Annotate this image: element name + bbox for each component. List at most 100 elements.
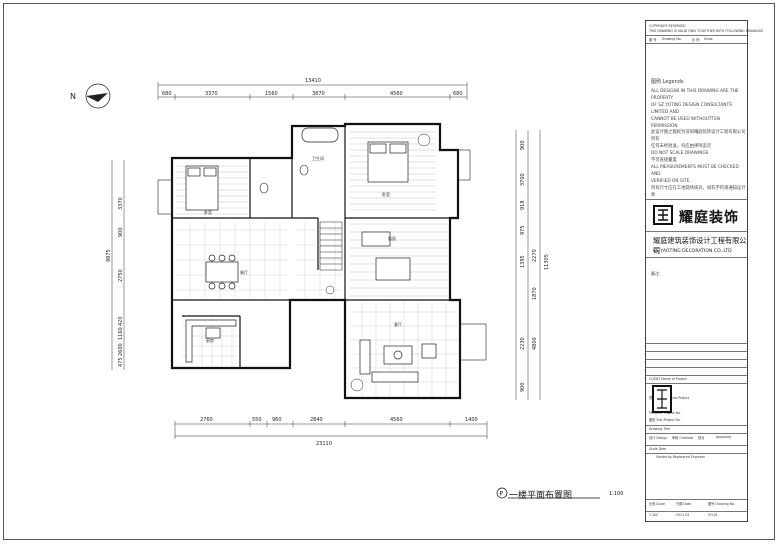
tb-date-label: 日期 Date — [676, 502, 692, 506]
dim-right-a-4: 975 — [520, 225, 526, 235]
room-label-bathroom: 卫生间 — [312, 155, 324, 161]
dim-right-b-2: 1870 — [532, 287, 538, 300]
dim-top-3: 1560 — [265, 91, 278, 97]
left-dimensions — [111, 160, 125, 370]
dim-bottom-6: 1400 — [465, 417, 478, 423]
tb-legend-line: OF SZ YOTING DESIGN CONSULTANTS LIMITED … — [651, 102, 732, 115]
company-name-en: KS YAOTING DECORATION CO.,LTD — [653, 249, 732, 254]
tb-legend-line: ALL DESIGNS IN THIS DRAWING ARE THE PROP… — [651, 89, 739, 101]
dim-bottom-2: 550 — [252, 417, 262, 423]
tb-legend-line: ALL MEASUREMENTS MUST BE CHECKED AND — [651, 164, 739, 177]
tb-client-label: 备注: — [651, 271, 661, 276]
dim-right-a-1: 900 — [520, 140, 526, 150]
tb-scale-cn: 比 例 — [692, 38, 700, 42]
tb-sealed: Sealed by Registered Engineer — [656, 455, 705, 459]
tb-legend-line: CANNOT BE USED WITHOUTTEN PERMISSION — [651, 116, 721, 129]
tb-proofread: 校对 — [698, 436, 705, 440]
dim-right-b-1: 2270 — [532, 249, 538, 262]
tb-scale-value: 1:100 — [649, 513, 659, 517]
tb-drawing-title-label: Drawing Title — [649, 427, 671, 431]
tb-legend-title: 图例 Legends — [651, 79, 684, 85]
dim-right-a-2: 3700 — [520, 173, 526, 186]
compass-north-label: N — [70, 92, 76, 101]
tb-scale: Scale — [704, 37, 713, 41]
dim-top-1: 680 — [162, 91, 172, 97]
tb-drawing-no-label: 图号 Drawing No. — [708, 502, 735, 506]
toilet-icon — [259, 164, 309, 194]
top-dimensions — [157, 82, 468, 100]
tb-header-1: COPYRIGHT RESERVED — [649, 24, 686, 28]
drawing-badge-label: P — [500, 491, 504, 498]
floor-plan: N 13410 680 3370 1560 3870 4560 680 2760… — [70, 78, 600, 499]
bottom-dimensions — [174, 421, 488, 439]
balcony-icon — [157, 149, 487, 361]
dim-left-6: 2600 — [118, 343, 124, 356]
bathtub-icon — [301, 127, 339, 143]
tb-approved: Approved — [716, 435, 732, 439]
sofa-icon — [359, 339, 437, 383]
dim-left-1: 3370 — [118, 197, 124, 210]
dim-top-6: 680 — [453, 91, 463, 97]
tb-date-value: 2011.03 — [676, 513, 690, 517]
dim-left-7: 475 — [118, 357, 124, 367]
dim-top-total: 13410 — [305, 78, 321, 84]
tb-drawing-no-cn: 图 号 — [649, 38, 657, 42]
tb-legend-line: 所有尺寸应在工地现场核对，如有不符请通知设计师 — [651, 185, 746, 198]
kitchen-counter-icon — [185, 319, 237, 363]
room-label-bedroom2: 卧室 — [204, 209, 212, 215]
tb-checked: 审核 Checked — [672, 436, 694, 440]
dim-bottom-total: 23110 — [316, 441, 332, 447]
dim-right-a-3: 918 — [520, 200, 526, 210]
drawing-title: 一楼平面布置图 — [509, 491, 573, 501]
room-label-kitchen: 厨房 — [206, 337, 214, 343]
company-logo-icon — [653, 205, 673, 225]
dim-bottom-4: 2840 — [310, 417, 323, 423]
tb-header-2: THIS DRAWING IS VALID ONLY TOGETHER WITH… — [649, 29, 764, 33]
dim-top-5: 4560 — [390, 91, 403, 97]
brand-name: 耀庭装饰 — [679, 210, 739, 226]
dim-top-4: 3870 — [312, 91, 325, 97]
tb-legend-line: DO NOT SCALE DRAWINGS — [651, 151, 709, 157]
dim-left-2: 900 — [118, 227, 124, 237]
tb-legend-line: 此设计图之版权为深圳耀庭装饰设计工程有限公司所有 — [651, 130, 746, 143]
tv-room-icon — [361, 231, 411, 281]
room-label-tv: 起居 — [388, 235, 396, 241]
dim-right-a-6: 2230 — [520, 337, 526, 350]
dim-bottom-3: 960 — [272, 417, 282, 423]
tb-legend-line: 任何未经批准，均应由律师追究 — [651, 144, 712, 150]
company-name-cn: 耀庭建筑装饰设计工程有限公司 — [653, 236, 747, 255]
title-block: COPYRIGHT RESERVED THIS DRAWING IS VALID… — [645, 20, 763, 522]
tb-legend-line: 不可直接量度 — [651, 158, 677, 164]
tb-project-row-4: 图纸 Sub-Project No. — [649, 418, 681, 422]
tb-project-row-3: PROJECT Project No. — [649, 411, 681, 415]
tb-design: 设计 Design — [649, 436, 668, 440]
tb-legend-line: VERIFIED ON SITE. — [651, 178, 691, 184]
dim-right-b-3: 4800 — [532, 337, 538, 350]
dim-left-total: 9875 — [106, 249, 112, 262]
right-dimensions — [515, 130, 541, 400]
dim-right-total: 11305 — [544, 254, 550, 270]
dining-table-icon — [205, 254, 239, 290]
compass-icon: N — [70, 83, 111, 109]
tb-project-row-1: CLIENT Name of Project — [649, 377, 687, 381]
drawing-badge: P — [496, 487, 600, 499]
room-label-dining: 餐厅 — [240, 269, 248, 275]
dim-bottom-1: 2760 — [200, 417, 213, 423]
master-bed-icon — [367, 141, 409, 183]
tb-legend-body: ALL DESIGNS IN THIS DRAWING ARE THE PROP… — [651, 89, 747, 200]
dim-right-a-5: 1395 — [520, 255, 526, 268]
room-label-living: 客厅 — [394, 321, 402, 327]
dim-top-2: 3370 — [205, 91, 218, 97]
dim-bottom-5: 4560 — [390, 417, 403, 423]
tb-drawing-no: Drawing No. — [662, 37, 682, 41]
interior-walls — [172, 126, 458, 368]
tb-drawing-no-value: CH-01 — [708, 513, 718, 517]
bed-icon — [185, 165, 219, 211]
walls — [170, 122, 462, 400]
drawing-sheet — [3, 3, 775, 540]
dim-right-a-7: 900 — [520, 382, 526, 392]
project-logo-icon — [652, 385, 672, 413]
drawing-scale: 1:100 — [609, 491, 624, 497]
plant-icon — [325, 133, 431, 392]
tb-scale-label: 比例 Scale — [649, 502, 665, 506]
